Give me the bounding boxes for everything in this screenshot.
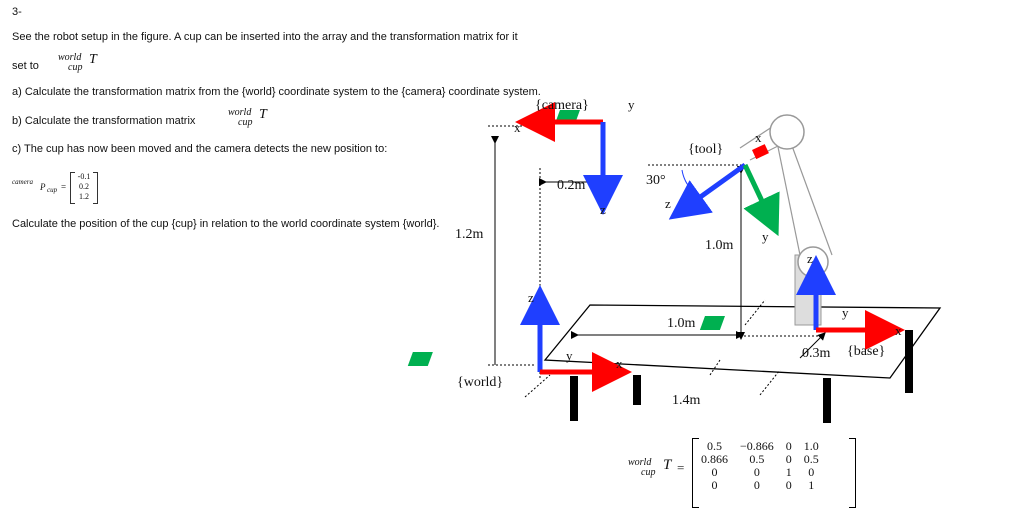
matrix-row: 0 0 1 0 [695,466,825,479]
dim-0-3-label: 0.3m [802,346,831,361]
tool-z-label: z [665,196,671,211]
angle-label: 30° [646,173,666,188]
dim-1-0-horiz-label: 1.0m [667,316,696,331]
part-b: b) Calculate the transformation matrix [12,115,196,127]
pos-equals: = [61,182,67,192]
tool-frame-origin [752,144,769,160]
matrix-bracket: 0.5 −0.866 0 1.0 0.866 0.5 0 0.5 0 0 1 0… [692,438,856,508]
T-world-super: world [58,52,82,63]
world-x-label: x [616,356,623,371]
table-leg-4 [905,330,913,393]
pos-y: 0.2 [79,182,89,191]
table-leg-3 [823,378,831,423]
T-cup-sub: cup [68,62,83,73]
tool-z-axis [668,162,747,220]
angle-arc [681,169,693,191]
T-letter-b: T [259,107,267,122]
tool-x-label: x [755,130,762,145]
pos-camera-super: camera [12,178,33,186]
matrix-table: 0.5 −0.866 0 1.0 0.866 0.5 0 0.5 0 0 1 0… [695,440,825,492]
matrix-cell: 1 [785,465,792,479]
tool-y-label: y [762,229,769,244]
camera-label: {camera} [535,98,589,113]
matrix-equals: = [677,460,685,475]
calc-text: Calculate the position of the cup {cup} … [12,218,440,230]
base-label: {base} [847,344,886,359]
table-top [543,304,942,379]
matrix-T-letter: T [663,457,672,473]
pos-x: -0.1 [77,172,91,181]
camera-z-label: z [600,202,606,217]
matrix-row: 0 0 0 1 [695,479,825,492]
dim-0-2-label: 0.2m [557,178,586,193]
matrix-cell: 0 [753,478,760,492]
dim-0-3-line [799,332,826,359]
matrix-T-super: world [628,457,652,468]
part-a: a) Calculate the transformation matrix f… [12,86,541,98]
base-x-label: x [895,323,902,338]
matrix-cell: 0.5 [707,439,722,453]
matrix-cell: 0 [785,439,792,453]
matrix-T-sub: cup [641,467,656,478]
camera-x-label: x [514,120,521,135]
matrix-cell: 1.0 [803,439,819,453]
matrix-cell: 0.5 [803,452,819,466]
dim-1-2-label: 1.2m [455,227,484,242]
table-leg-2 [633,375,641,405]
pos-z: 1.2 [79,192,89,201]
T-world-super-b: world [228,107,252,118]
tool-label: {tool} [688,142,724,157]
base-z-label: z [807,251,813,266]
matrix-cell: 0.5 [749,452,765,466]
table-leg-1 [570,376,578,421]
world-z-label: z [528,290,534,305]
matrix-cell: 0 [808,465,815,479]
matrix-row: 0.5 −0.866 0 1.0 [695,440,825,453]
matrix-row: 0.866 0.5 0 0.5 [695,453,825,466]
base-y-label: y [842,305,849,320]
T-letter: T [89,52,97,67]
matrix-cell: 0 [711,465,718,479]
robot-elbow-joint [769,114,805,150]
T-cup-sub-b: cup [238,117,253,128]
pos-vector-bracket: -0.1 0.2 1.2 [70,172,98,204]
pos-cup-sub: cup [47,186,58,194]
matrix-cell: −0.866 [740,439,774,453]
camera-y-label: y [628,97,635,112]
matrix-cell: 0.866 [701,452,728,466]
problem-number: 3- [12,6,22,18]
matrix-cell: 0 [711,478,718,492]
matrix-cell: 0 [785,478,792,492]
matrix-cell: 1 [808,478,815,492]
set-to-text: set to [12,60,39,72]
world-label: {world} [457,375,504,390]
problem-intro: See the robot setup in the figure. A cup… [12,31,518,43]
matrix-cell: 0 [753,465,760,479]
world-frame-origin [407,352,433,366]
robot-base-joint [797,246,829,278]
part-c: c) The cup has now been moved and the ca… [12,143,388,155]
matrix-cell: 0 [785,452,792,466]
dim-1-0-vert-label: 1.0m [705,238,734,253]
world-y-label: y [566,348,573,363]
base-frame-origin [699,316,725,330]
pos-P: P [40,182,46,192]
tool-y-axis [742,163,780,237]
dim-1-4-label: 1.4m [672,393,701,408]
